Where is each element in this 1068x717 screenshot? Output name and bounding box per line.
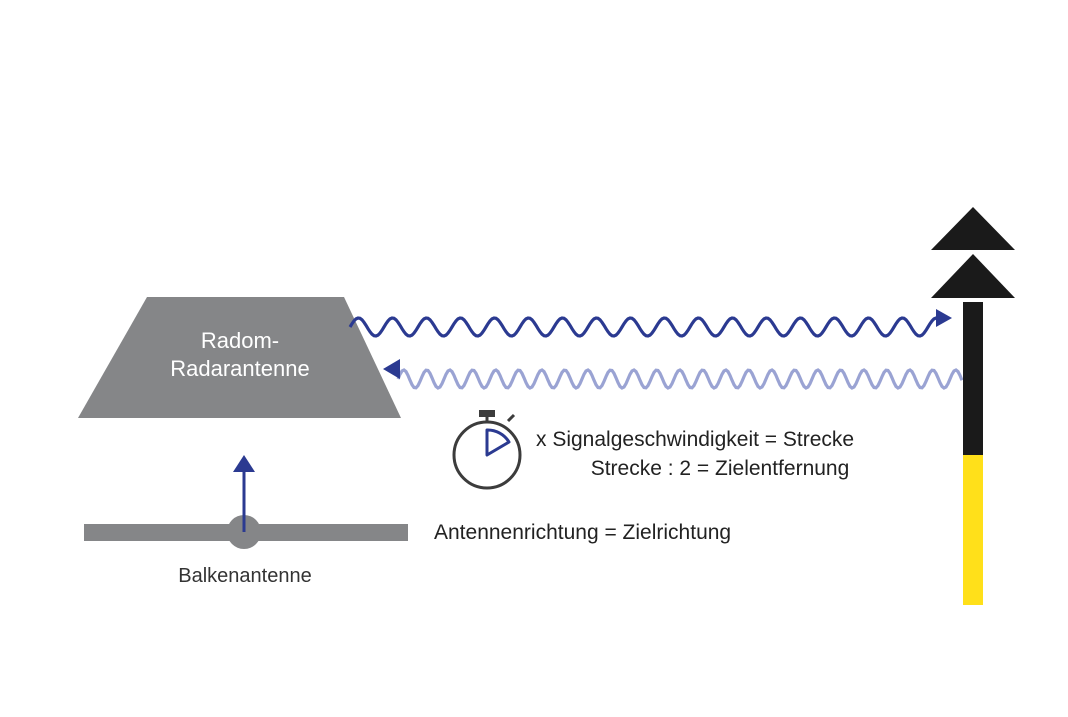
- target-topmark-upper: [931, 207, 1015, 250]
- radom-label-line1: Radom-: [200, 328, 280, 353]
- beam-antenna-label: Balkenantenne: [178, 565, 312, 587]
- echo-signal-arrowhead: [383, 359, 400, 379]
- radom-antenna: [78, 297, 401, 418]
- formula-line3: Antennenrichtung = Zielrichtung: [434, 521, 732, 544]
- formula-line1: x Signalgeschwindigkeit = Strecke: [536, 428, 855, 451]
- target-mast-black: [963, 302, 983, 457]
- beam-direction-arrowhead: [233, 455, 255, 472]
- target-mast-yellow: [963, 455, 983, 605]
- echo-signal-wave: [396, 368, 964, 390]
- stopwatch-icon: [452, 410, 522, 490]
- outgoing-signal-wave: [348, 316, 939, 338]
- target-topmark-lower: [931, 254, 1015, 298]
- formula-line2: Strecke : 2 = Zielentfernung: [590, 457, 850, 480]
- radom-antenna-label: Radom- Radarantenne: [90, 327, 390, 383]
- outgoing-signal-arrowhead: [936, 309, 952, 327]
- radom-label-line2: Radarantenne: [170, 356, 310, 381]
